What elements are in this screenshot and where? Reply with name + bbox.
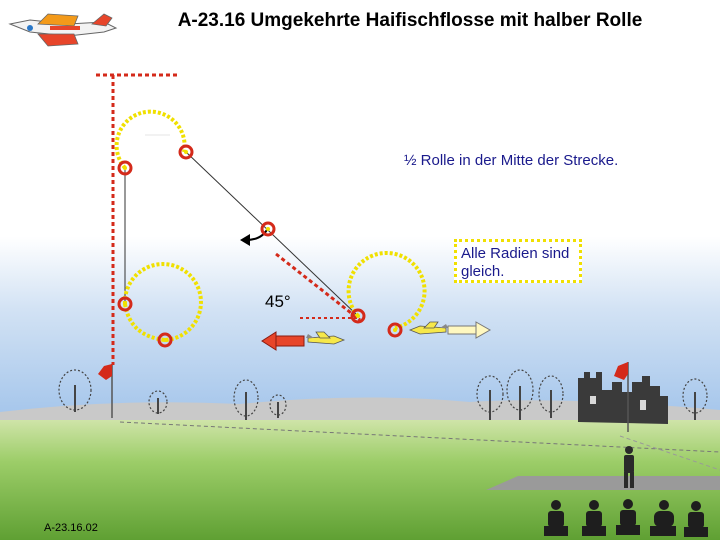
page-title: A-23.16 Umgekehrte Haifischflosse mit ha… <box>140 10 680 32</box>
angle-label: 45° <box>265 292 291 312</box>
figure-code: A-23.16.02 <box>44 522 98 534</box>
half-roll-note: ½ Rolle in der Mitte der Strecke. <box>404 152 618 169</box>
radii-note: Alle Radien sind gleich. <box>454 239 582 283</box>
runway <box>486 476 720 490</box>
